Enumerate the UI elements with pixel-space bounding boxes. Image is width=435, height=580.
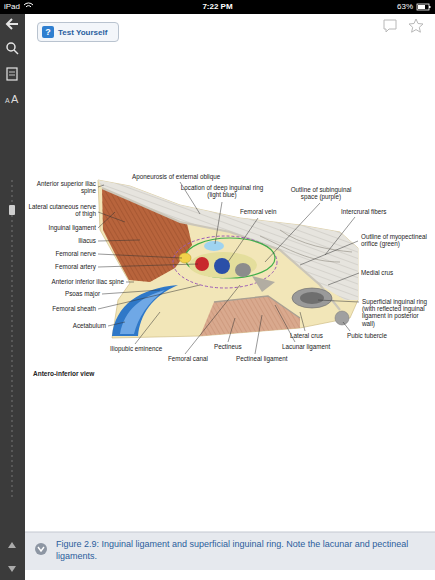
back-icon (7, 19, 18, 29)
anatomy-label: Femoral canal (168, 355, 208, 362)
scroll-thumb (9, 205, 15, 215)
help-icon: ? (42, 26, 54, 38)
anatomy-label: Location of deep inguinal ring (light bl… (180, 184, 264, 198)
figure-caption: Figure 2.9: Inguinal ligament and superf… (56, 539, 424, 562)
note-icon (384, 20, 396, 32)
bookmark-star (409, 19, 423, 32)
anatomy-label: Iliopubic eminence (110, 345, 162, 352)
anatomy-label: Outline of myopectineal orifice (green) (361, 233, 429, 247)
anatomy-label: Pectineus (214, 343, 242, 350)
page-down-icon (8, 566, 16, 572)
status-battery: 63% (397, 2, 413, 11)
status-text: iPad (4, 2, 20, 11)
search-icon (7, 43, 15, 51)
anatomy-label: Acetabulum (46, 322, 106, 329)
anatomy-label: Femoral nerve (36, 250, 96, 257)
anatomy-label: Femoral artery (36, 263, 96, 270)
anatomy-label: Anterior superior iliac spine (28, 180, 96, 194)
anatomy-label: Medial crus (361, 269, 393, 276)
inguinal-illustration (98, 180, 358, 338)
anatomy-label: Pectineal ligament (236, 355, 287, 362)
document-icon (7, 68, 17, 80)
scroll-track (12, 180, 13, 500)
anatomy-label: Superficial inguinal ring (with reflecte… (362, 298, 430, 327)
anatomy-label: Femoral vein (240, 208, 276, 215)
test-button: ? Test Yourself (37, 22, 119, 42)
wifi-icon (24, 3, 33, 7)
anatomy-label: Outline of subinguinal space (purple) (283, 186, 359, 200)
anatomy-label: Lacunar ligament (282, 343, 330, 350)
caption-band (25, 532, 435, 570)
status-time: 7:22 PM (190, 2, 245, 11)
leader-lines (98, 182, 359, 354)
anatomy-label: Pubic tubercle (347, 332, 387, 339)
anatomy-label: Aponeurosis of external oblique (132, 173, 220, 180)
anatomy-label: Lateral crus (290, 332, 323, 339)
anatomy-label: Iliacus (50, 237, 96, 244)
status-bar (0, 0, 435, 14)
font-size-icon: A (5, 97, 10, 105)
anatomy-label: Psoas major (40, 290, 100, 297)
anatomy-label: Intercrural fibers (341, 208, 387, 215)
anatomy-label: Anterior inferior iliac spine (28, 278, 124, 285)
view-label: Antero-inferior view (33, 370, 94, 377)
font-size-icon: A (11, 93, 18, 106)
page-up-icon (8, 542, 16, 548)
anatomy-label: Inguinal ligament (28, 224, 96, 231)
button-label: Test Yourself (58, 28, 107, 37)
collapse-icon (35, 543, 47, 555)
battery-icon (417, 4, 429, 10)
anatomy-label: Femoral sheath (36, 305, 96, 312)
anatomy-label: Lateral cutaneous nerve of thigh (28, 203, 96, 217)
sidebar (0, 14, 25, 580)
